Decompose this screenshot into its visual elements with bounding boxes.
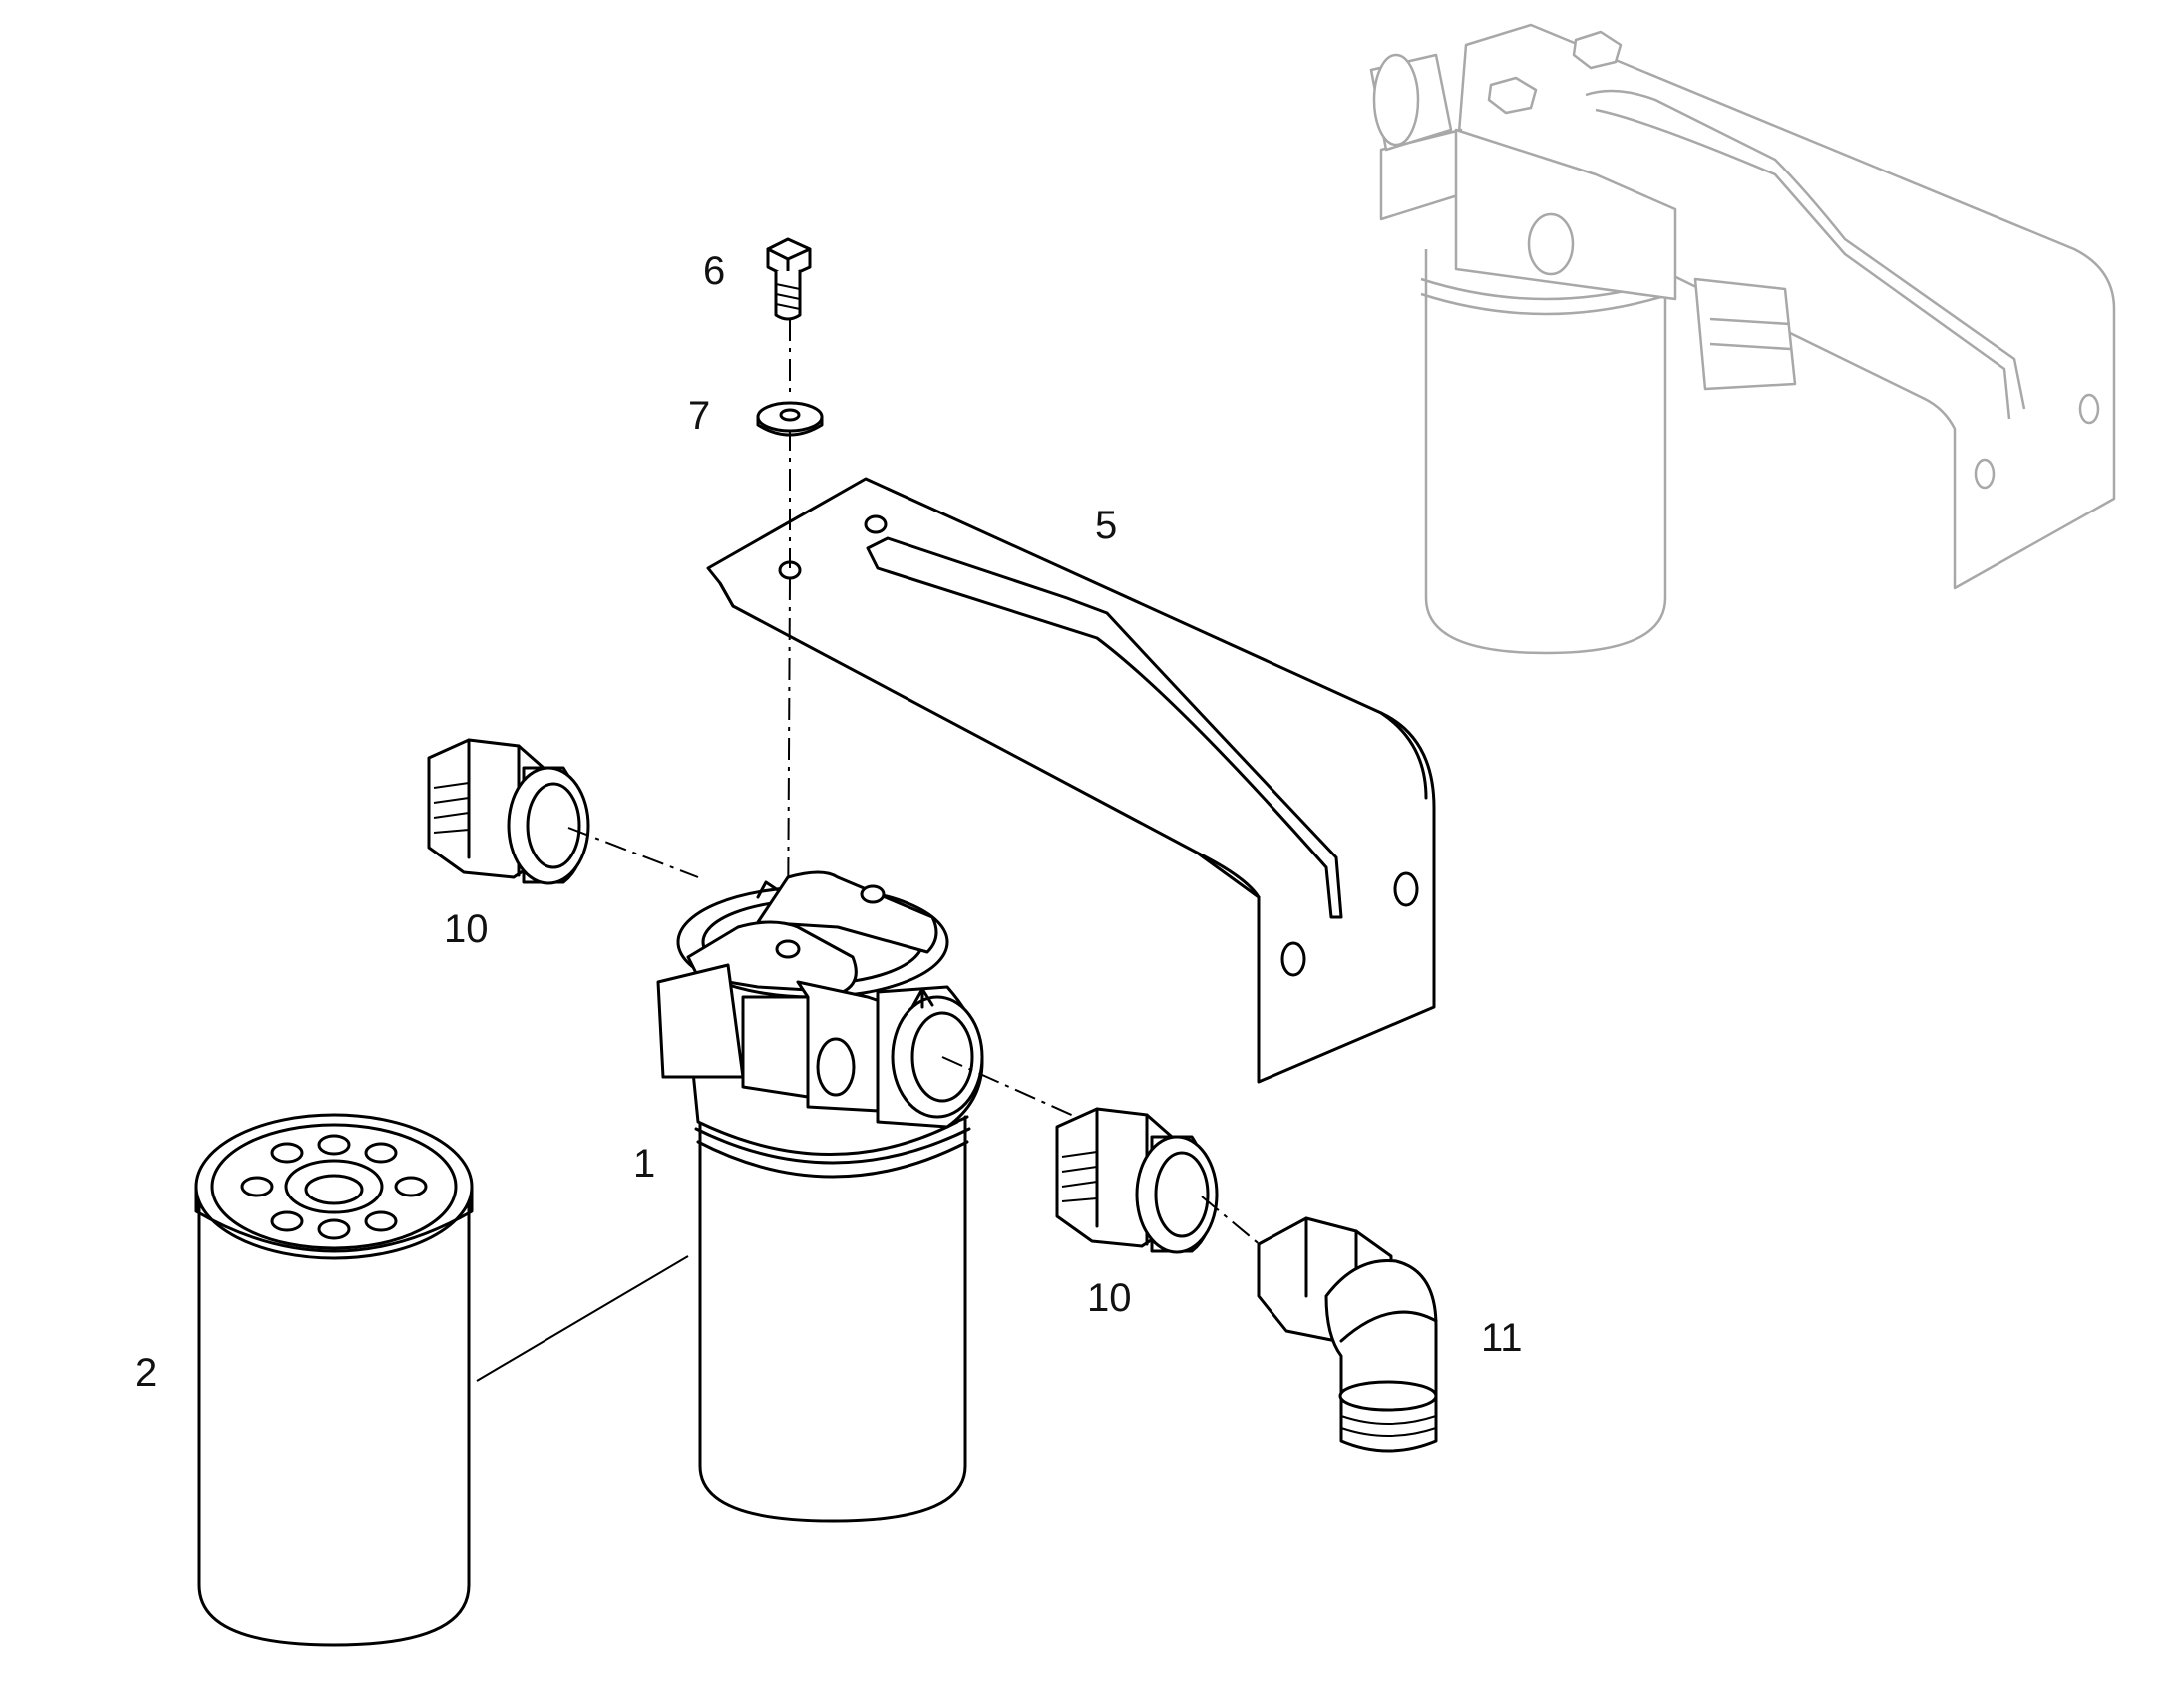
leader-line-2 bbox=[476, 1255, 689, 1382]
callout-10-lower: 10 bbox=[1087, 1276, 1132, 1320]
part-2-filter-element bbox=[194, 1113, 474, 1647]
assembled-view-thumbnail bbox=[1369, 23, 2116, 655]
elbow-axis bbox=[1201, 1196, 1263, 1247]
part-1-filter-assembly bbox=[656, 870, 984, 1523]
callout-6: 6 bbox=[703, 249, 725, 293]
callout-7: 7 bbox=[688, 394, 710, 438]
callout-2: 2 bbox=[135, 1351, 157, 1395]
part-10-fitting-lower bbox=[1055, 1107, 1219, 1254]
part-5-bracket bbox=[706, 477, 1436, 1084]
callout-1: 1 bbox=[633, 1142, 655, 1186]
callout-10-upper: 10 bbox=[444, 907, 489, 951]
part-10-fitting-upper bbox=[427, 738, 590, 885]
fitting-upper-axis bbox=[567, 827, 699, 878]
callout-11: 11 bbox=[1481, 1316, 1523, 1360]
part-6-bolt bbox=[766, 237, 812, 321]
part-11-elbow-fitting bbox=[1257, 1216, 1438, 1453]
callout-5: 5 bbox=[1095, 504, 1117, 547]
part-7-washer bbox=[756, 401, 824, 437]
outlet-axis bbox=[941, 1056, 1088, 1123]
